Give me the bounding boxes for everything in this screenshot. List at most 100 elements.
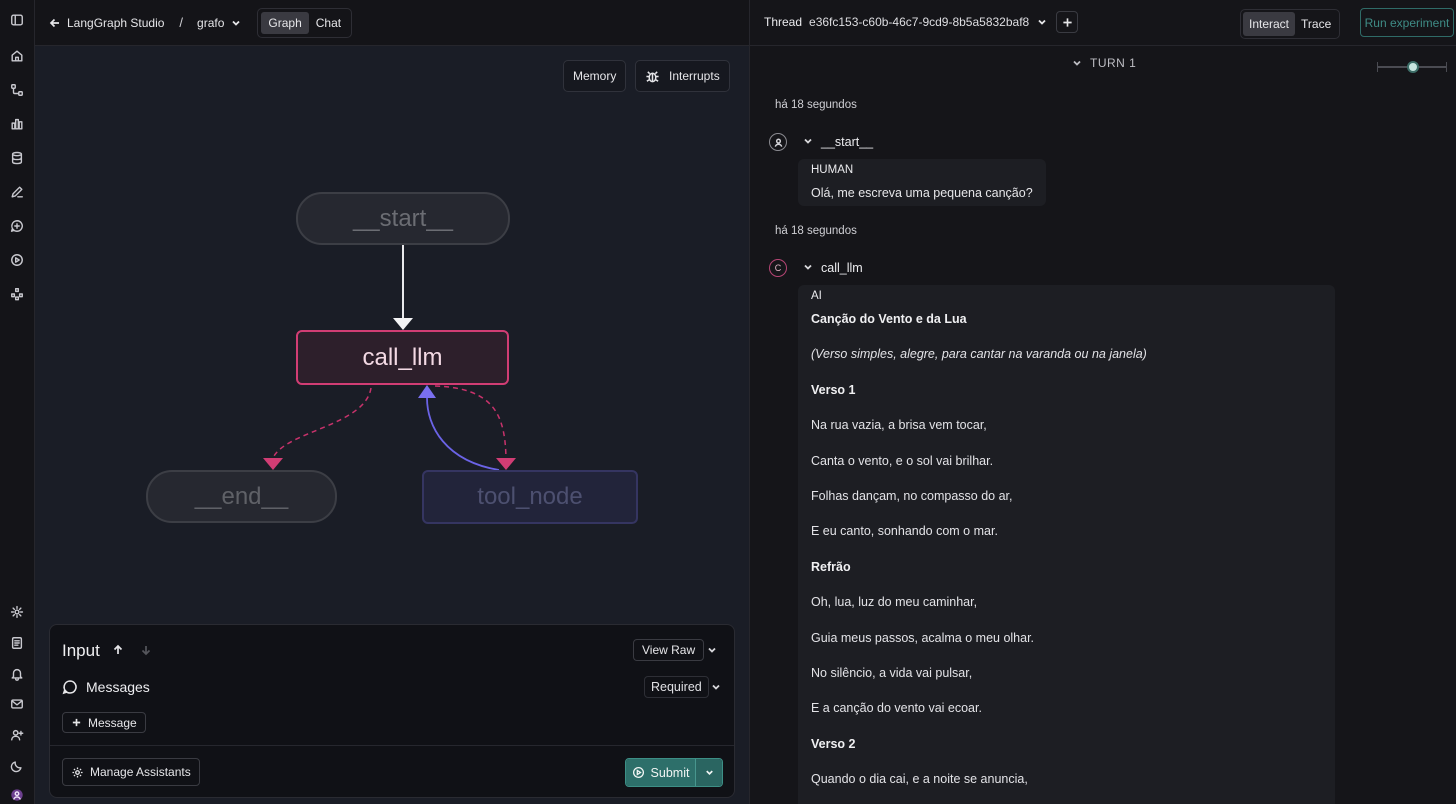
song-line: Na rua vazia, a brisa vem tocar,	[811, 418, 987, 433]
arrow-up-icon[interactable]	[112, 644, 124, 656]
sidebar-toggle-icon[interactable]	[8, 11, 26, 29]
ai-message-body: Canção do Vento e da Lua (Verso simples,…	[811, 305, 1321, 800]
thread-selector[interactable]: Thread e36fc153-c60b-46c7-9cd9-8b5a5832b…	[764, 15, 1047, 29]
submit-button[interactable]: Submit	[626, 759, 695, 786]
node-tool-label: tool_node	[477, 483, 583, 510]
edge-tool-to-llm	[426, 397, 500, 471]
view-toggle: Graph Chat	[257, 7, 353, 38]
chevron-down-icon	[232, 20, 241, 26]
event-header-call-llm[interactable]: C call_llm	[769, 259, 863, 277]
arrowhead-tool	[496, 458, 516, 470]
user-icon	[769, 133, 787, 151]
song-line: (Verso simples, alegre, para cantar na v…	[811, 347, 1147, 362]
plus-icon	[1062, 17, 1072, 27]
song-line: Quando o dia cai, e a noite se anuncia,	[811, 772, 1028, 787]
view-raw-button[interactable]: View Raw	[633, 639, 705, 661]
song-line: Oh, lua, luz do meu caminhar,	[811, 595, 978, 610]
song-line: Canção do Vento e da Lua	[811, 312, 967, 326]
chevron-down-icon	[1038, 19, 1046, 25]
chevron-down-icon[interactable]	[803, 135, 813, 149]
run-experiment-button[interactable]: Run experiment	[1360, 8, 1454, 37]
bell-icon[interactable]	[8, 665, 26, 683]
top-bar: LangGraph Studio / grafo Graph Chat	[35, 0, 749, 46]
event-timestamp: há 18 segundos	[775, 99, 857, 111]
input-title: Input	[62, 641, 100, 660]
chevron-down-icon[interactable]	[803, 261, 813, 275]
required-badge: Required	[644, 676, 709, 698]
arrowhead-llm-from-tool	[418, 385, 436, 398]
back-to-studio-link[interactable]: LangGraph Studio	[49, 16, 164, 30]
slider-tick	[1377, 62, 1378, 72]
submit-button-group: Submit	[625, 758, 723, 787]
graph-selector[interactable]: grafo	[197, 16, 241, 30]
add-message-button[interactable]: Message	[62, 712, 146, 733]
node-avatar: C	[769, 259, 787, 277]
home-icon[interactable]	[8, 47, 26, 65]
mail-icon[interactable]	[8, 695, 26, 713]
settings-icon[interactable]	[8, 603, 26, 621]
song-line: No silêncio, a vida vai pulsar,	[811, 665, 973, 680]
chevron-down-icon[interactable]	[710, 681, 722, 693]
event-node-name: __start__	[821, 135, 874, 149]
nodes-icon[interactable]	[8, 285, 26, 303]
moon-icon[interactable]	[8, 757, 26, 775]
chat-add-icon[interactable]	[8, 217, 26, 235]
slider-thumb[interactable]	[1407, 61, 1419, 73]
play-circle-icon	[632, 766, 644, 779]
turn-toggle[interactable]: TURN 1	[1072, 56, 1136, 70]
pen-icon[interactable]	[8, 183, 26, 201]
song-line: E a canção do vento vai ecoar.	[811, 701, 982, 716]
mode-toggle: Interact Trace	[1240, 9, 1341, 39]
gear-icon	[72, 766, 83, 778]
human-message: HUMAN Olá, me escreva uma pequena canção…	[798, 159, 1046, 206]
memory-label: Memory	[573, 69, 617, 83]
song-line: Refrão	[811, 559, 851, 574]
song-line: Verso 2	[811, 736, 856, 751]
zoom-slider[interactable]	[1377, 61, 1447, 73]
graph-canvas[interactable]: Memory Interrupts __start__ call_llm __e…	[35, 46, 749, 804]
interrupts-button[interactable]: Interrupts	[635, 60, 730, 92]
tab-chat[interactable]: Chat	[315, 15, 342, 30]
messages-field-label: Messages	[62, 679, 150, 695]
node-end[interactable]: __end__	[146, 470, 337, 523]
breadcrumb-separator: /	[179, 15, 184, 30]
account-avatar[interactable]	[8, 786, 26, 804]
thread-label: Thread	[764, 15, 803, 29]
event-header-start[interactable]: __start__	[769, 133, 873, 151]
chevron-down-icon[interactable]	[706, 644, 718, 656]
ai-message: AI Canção do Vento e da Lua (Verso simpl…	[798, 285, 1335, 804]
message-role: AI	[811, 290, 822, 302]
manage-assistants-button[interactable]: Manage Assistants	[62, 758, 200, 786]
database-icon[interactable]	[8, 149, 26, 167]
node-call-llm[interactable]: call_llm	[296, 330, 509, 385]
slider-tick	[1446, 62, 1447, 72]
left-rail	[0, 0, 35, 804]
thread-header: Thread e36fc153-c60b-46c7-9cd9-8b5a5832b…	[750, 0, 1456, 46]
messages-label: Messages	[86, 679, 150, 695]
add-user-icon[interactable]	[8, 726, 26, 744]
document-icon[interactable]	[8, 634, 26, 652]
message-text: Olá, me escreva uma pequena canção?	[811, 186, 1033, 200]
node-tool[interactable]: tool_node	[422, 470, 638, 524]
song-line: E eu canto, sonhando com o mar.	[811, 524, 998, 539]
tab-trace[interactable]: Trace	[1301, 17, 1332, 31]
edge-llm-to-tool	[434, 385, 507, 459]
bug-icon	[646, 70, 659, 82]
chevron-down-icon	[1073, 60, 1081, 66]
new-thread-button[interactable]	[1056, 11, 1078, 33]
song-line: Canta o vento, e o sol vai brilhar.	[811, 453, 994, 468]
event-node-name: call_llm	[821, 261, 863, 275]
graph-name: grafo	[197, 15, 225, 30]
submit-options-button[interactable]	[695, 759, 722, 786]
arrow-down-icon[interactable]	[140, 644, 152, 656]
graph-icon[interactable]	[8, 81, 26, 99]
node-start[interactable]: __start__	[296, 192, 510, 245]
node-end-label: __end__	[194, 482, 289, 510]
tab-graph[interactable]: Graph	[261, 11, 309, 34]
play-circle-icon[interactable]	[8, 251, 26, 269]
memory-button[interactable]: Memory	[563, 60, 627, 92]
brand-label: LangGraph Studio	[67, 15, 165, 30]
charts-icon[interactable]	[8, 115, 26, 133]
tab-interact[interactable]: Interact	[1243, 12, 1296, 36]
song-line: Folhas dançam, no compasso do ar,	[811, 488, 1013, 503]
